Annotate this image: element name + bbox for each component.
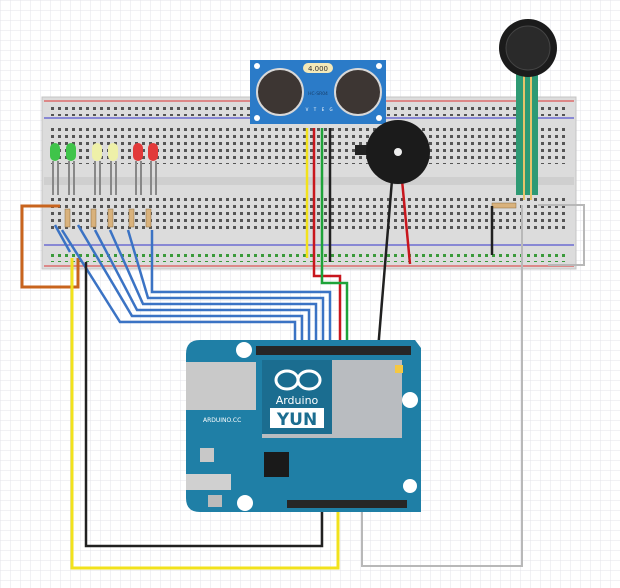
orange-wire[interactable] — [20, 204, 80, 289]
resistor[interactable] — [145, 208, 152, 228]
black-wire[interactable] — [84, 262, 324, 548]
buzzer-red-wire[interactable] — [400, 179, 412, 265]
arduino-model: YUN — [276, 410, 317, 430]
pin-label-vcc: V — [306, 107, 309, 112]
arduino-yun[interactable]: Arduino YUN ARDUINO.CC — [186, 340, 421, 512]
yellow-wire[interactable] — [70, 258, 340, 570]
usb-host-port — [186, 474, 231, 490]
pin-label-gnd: G — [329, 107, 332, 112]
led-red-2[interactable] — [148, 143, 158, 195]
pin-label-echo: E — [322, 107, 325, 112]
sensor-green-wire[interactable] — [320, 128, 349, 350]
led-yellow-2[interactable] — [108, 143, 118, 195]
resistor[interactable] — [107, 208, 114, 228]
digital-header[interactable] — [256, 346, 411, 355]
microcontroller-chip — [264, 452, 289, 477]
buzzer-black-wire[interactable] — [376, 179, 394, 351]
force-sensitive-resistor[interactable] — [499, 19, 557, 200]
ethernet-port — [186, 362, 256, 410]
arduino-site: ARDUINO.CC — [203, 417, 241, 424]
led-green-1[interactable] — [50, 143, 60, 195]
led-group — [50, 143, 158, 195]
power-analog-header[interactable] — [287, 500, 407, 508]
arduino-brand: Arduino — [276, 394, 319, 407]
sensor-red-wire[interactable] — [312, 128, 342, 350]
blue-wires[interactable] — [53, 224, 332, 350]
piezo-buzzer[interactable] — [355, 120, 430, 184]
resistor[interactable] — [90, 208, 97, 228]
resistor[interactable] — [64, 208, 71, 228]
led-red-1[interactable] — [133, 143, 143, 195]
arduino-logo — [274, 369, 322, 391]
resistor[interactable] — [491, 202, 517, 209]
gray-wire[interactable] — [361, 205, 523, 567]
gray-wire-loop[interactable] — [538, 204, 585, 266]
reset-button[interactable] — [208, 495, 222, 507]
ultrasonic-sensor[interactable]: 4.000 HC-SR04 V T E G — [250, 60, 386, 124]
sensor-model-label: HC-SR04 — [308, 91, 328, 97]
led-green-2[interactable] — [66, 143, 76, 195]
resistor[interactable] — [128, 208, 135, 228]
pin-label-trig: T — [313, 107, 317, 112]
led-yellow-1[interactable] — [92, 143, 102, 195]
resistors — [64, 202, 517, 228]
crystal-label: 4.000 — [308, 65, 328, 73]
micro-usb-port — [200, 448, 214, 462]
